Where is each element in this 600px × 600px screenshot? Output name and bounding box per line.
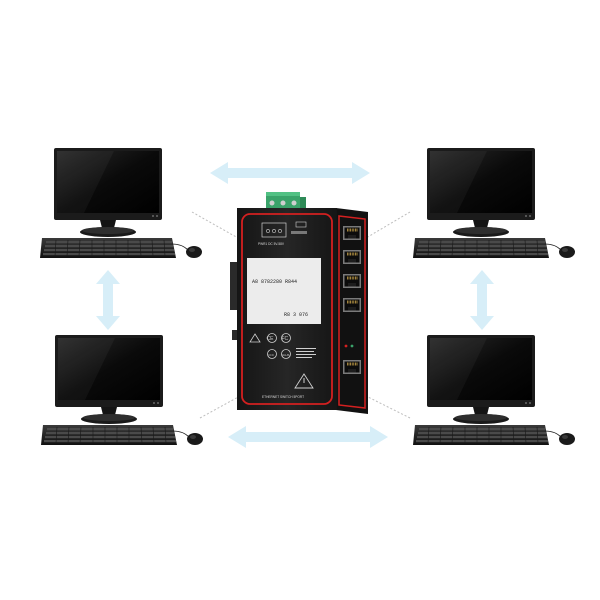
ethernet-switch: PWR1 DC 5V-58V A8 8782280 R844 R8 3 076 … (230, 192, 368, 414)
power-label: PWR1 DC 5V-58V (258, 242, 285, 246)
port-5 (343, 360, 361, 374)
rohs-mark: RoHS (282, 353, 290, 357)
connection-lines (191, 211, 411, 419)
label-line-1: A8 8782280 R844 (252, 279, 297, 285)
fc-mark: FC (282, 336, 289, 342)
label-line-2: R8 3 076 (284, 312, 308, 318)
top-double-arrow (210, 162, 370, 184)
computer-top-left (39, 147, 203, 259)
rj45-ports (343, 226, 361, 374)
bottom-text: ETHERNET SWITCH 5PORT (262, 395, 304, 399)
left-double-arrow (96, 270, 120, 330)
computer-bottom-right (412, 334, 576, 446)
port-2 (343, 250, 361, 264)
ce-mark: CE (267, 336, 275, 342)
computer-top-right (412, 147, 576, 259)
bottom-double-arrow (228, 426, 388, 448)
port-4 (343, 298, 361, 312)
warning-triangle-icon (294, 373, 314, 389)
certification-marks: CE FC CCC RoHS (249, 333, 316, 389)
port-1 (343, 226, 361, 240)
power-terminal-block (266, 192, 306, 210)
product-label (247, 258, 321, 324)
computer-bottom-left (40, 334, 204, 446)
ccc-mark: CCC (268, 353, 275, 357)
right-double-arrow (470, 270, 494, 330)
port-3 (343, 274, 361, 288)
